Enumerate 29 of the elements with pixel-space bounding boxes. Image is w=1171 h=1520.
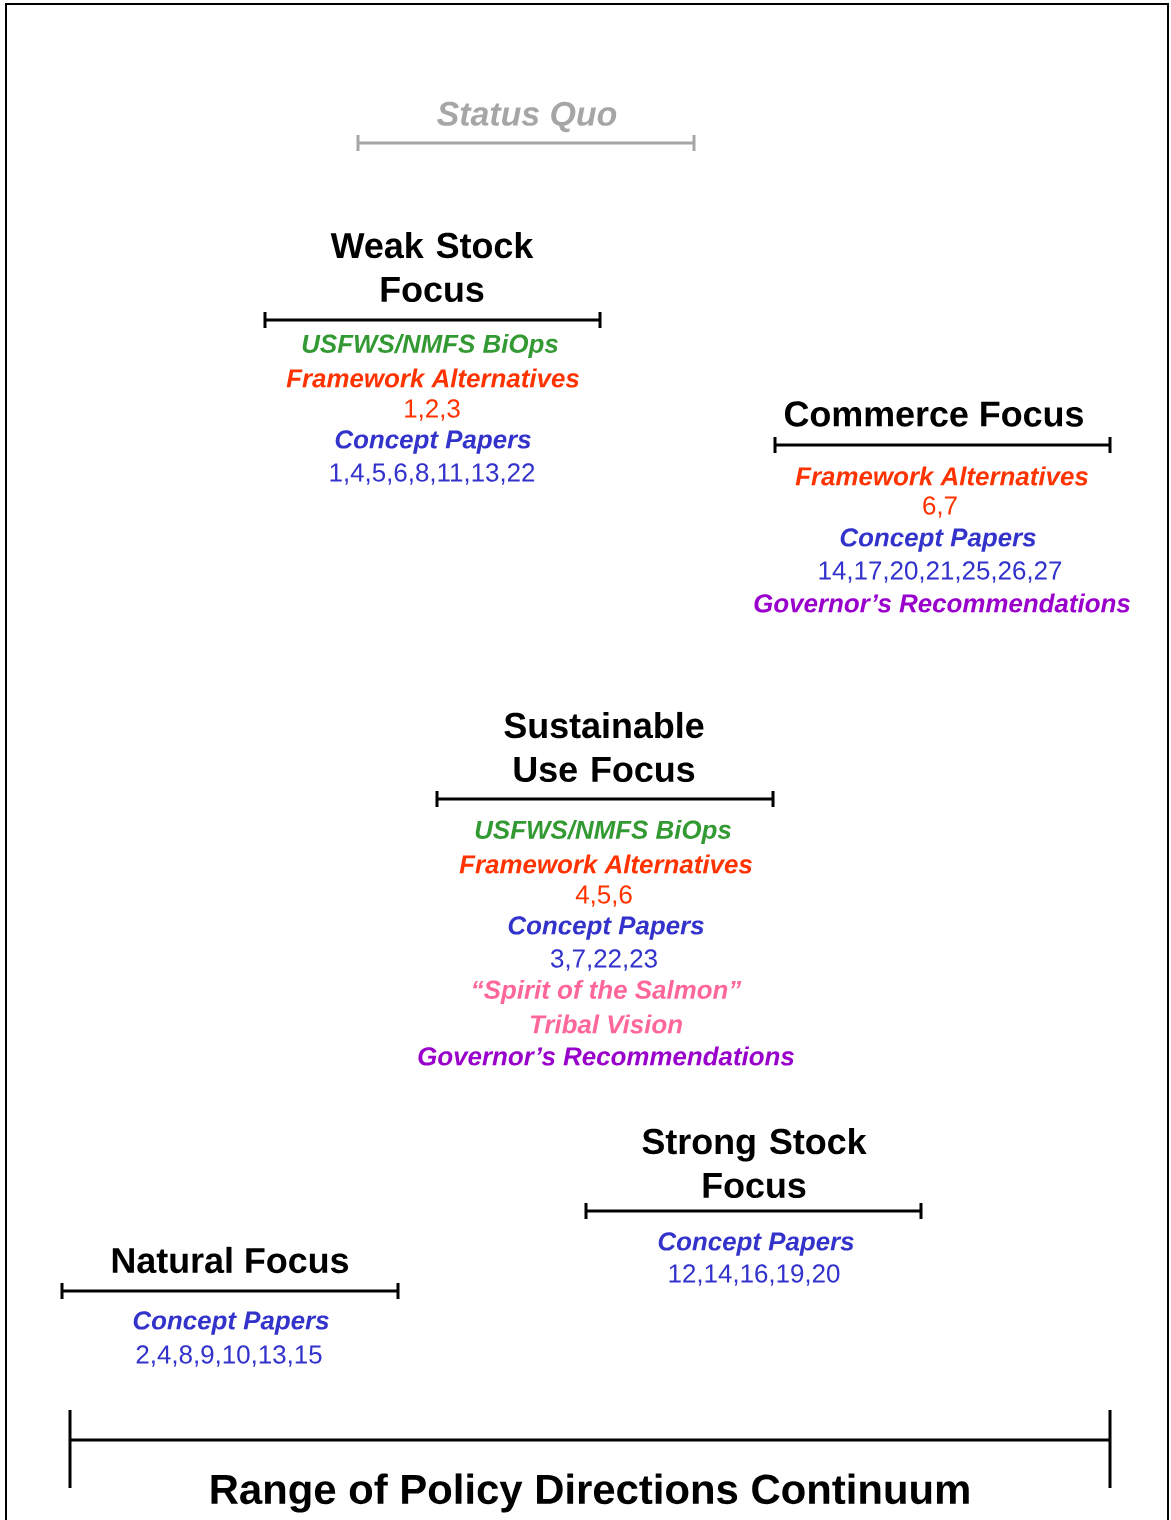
group-heading: Weak Stock Focus [330, 231, 534, 303]
number-list: 12,14,16,19,20 [669, 1264, 840, 1286]
group-heading: Strong Stock Focus [642, 1127, 867, 1199]
category-label: USFWS/NMFS BiOps [302, 333, 558, 359]
category-label: Framework Alternatives [459, 854, 752, 874]
category-label: Framework Alternatives [795, 466, 1088, 486]
category-label: USFWS/NMFS BiOps [475, 819, 731, 845]
number-list: 1,2,3 [405, 399, 460, 421]
group-heading: Commerce Focus [785, 401, 1083, 427]
caption: Range of Policy Directions Continuum [211, 1473, 969, 1513]
category-label: Concept Papers [658, 1232, 854, 1256]
category-label: Concept Papers [508, 916, 704, 940]
number-list: 6,7 [923, 496, 957, 518]
number-list: 1,4,5,6,8,11,13,22 [330, 463, 535, 485]
category-label: Tribal Vision [530, 1014, 682, 1034]
category-label: Concept Papers [335, 430, 531, 454]
number-list: 3,7,22,23 [551, 949, 657, 971]
number-list: 2,4,8,9,10,13,15 [136, 1345, 322, 1367]
category-label: Concept Papers [133, 1311, 329, 1335]
category-label: Governor’s Recommendations [418, 1046, 794, 1066]
group-heading: Sustainable Use Focus [504, 711, 704, 783]
status-label: Status Quo [437, 101, 617, 133]
category-label: Framework Alternatives [286, 368, 579, 388]
number-list: 4,5,6 [575, 885, 632, 907]
category-label: Concept Papers [840, 528, 1036, 552]
group-heading: Natural Focus [112, 1246, 349, 1274]
number-list: 14,17,20,21,25,26,27 [819, 561, 1062, 583]
category-label: “Spirit of the Salmon” [473, 979, 742, 1005]
category-label: Governor’s Recommendations [754, 593, 1130, 613]
